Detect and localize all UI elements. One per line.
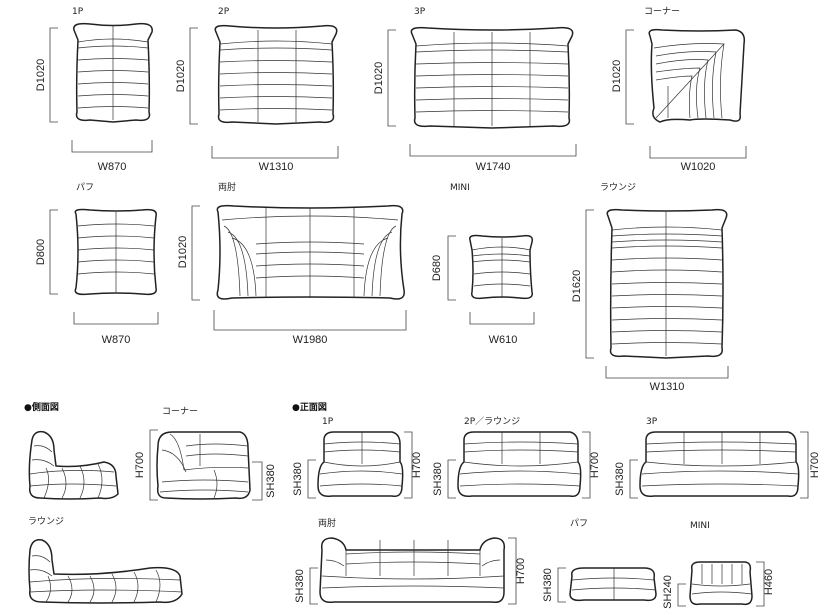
plan-3p-depth: D1020 [373, 62, 385, 94]
side-view-corner: H700 SH380 [134, 429, 277, 501]
front-both-arms-label: 両肘 [318, 518, 336, 529]
front-both-arms-h: H700 [515, 558, 527, 584]
front-both-arms-sh: SH380 [294, 569, 306, 603]
plan-mini-label: MINI [450, 183, 470, 193]
front-1p: 1P SH380 H700 [292, 417, 423, 499]
side-lounge-label: ラウンジ [28, 516, 64, 527]
front-section-title: ●正面図 [292, 402, 327, 413]
plan-both-arms-depth: D1020 [177, 236, 189, 268]
front-3p: 3P SH380 H700 [614, 417, 821, 499]
plan-corner: コーナー W1020 D1020 [611, 6, 747, 173]
side-section-title: ●側面図 [24, 401, 59, 413]
plan-mini: MINI W610 D680 [431, 183, 535, 346]
front-mini-h: H460 [763, 569, 775, 595]
front-mini: MINI SH240 H460 [662, 521, 775, 609]
plan-lounge-label: ラウンジ [600, 182, 636, 193]
front-3p-h: H700 [809, 452, 821, 478]
plan-lounge: ラウンジ W1310 D1620 [571, 182, 729, 393]
plan-2p-outline [214, 24, 338, 125]
side-view-standard [28, 430, 119, 500]
front-1p-h: H700 [411, 452, 423, 478]
plan-mini-width: W610 [489, 334, 518, 346]
plan-2p-depth: D1020 [175, 60, 187, 92]
plan-mini-outline [469, 234, 534, 300]
front-2p-sh: SH380 [432, 462, 444, 496]
plan-1p-label: 1P [72, 7, 84, 17]
plan-both-arms-label: 両肘 [218, 182, 236, 193]
front-puff-label: パフ [570, 518, 588, 529]
plan-lounge-depth: D1620 [571, 270, 583, 302]
front-2p-h: H700 [589, 452, 601, 478]
plan-mini-depth: D680 [431, 255, 443, 281]
front-mini-label: MINI [690, 521, 710, 531]
plan-1p-width: W870 [98, 161, 127, 173]
front-mini-sh: SH240 [662, 575, 674, 609]
plan-1p-depth: D1020 [35, 59, 47, 91]
plan-puff: パフ W870 D800 [35, 182, 159, 346]
plan-puff-width: W870 [102, 334, 131, 346]
plan-2p-label: 2P [218, 7, 230, 17]
front-2p-lounge: 2P／ラウンジ SH380 H700 [432, 416, 601, 499]
plan-corner-depth: D1020 [611, 60, 623, 92]
front-2p-label: 2P／ラウンジ [464, 416, 520, 427]
plan-3p-width: W1740 [476, 161, 511, 173]
plan-2p: 2P W1310 D1020 [175, 7, 339, 173]
front-puff: パフ SH380 [542, 518, 657, 603]
front-puff-sh: SH380 [542, 568, 554, 602]
front-1p-sh: SH380 [292, 462, 304, 496]
plan-puff-depth: D800 [35, 239, 47, 265]
side-corner-h: H700 [134, 452, 146, 478]
front-3p-label: 3P [646, 417, 658, 427]
plan-2p-width: W1310 [259, 161, 294, 173]
plan-both-arms: 両肘 W1980 D1020 [177, 182, 407, 346]
plan-lounge-width: W1310 [650, 381, 685, 393]
side-corner-label: コーナー [162, 406, 198, 417]
front-1p-label: 1P [322, 417, 334, 427]
plan-lounge-outline [606, 208, 728, 359]
plan-puff-label: パフ [76, 182, 94, 193]
plan-corner-label: コーナー [644, 6, 680, 17]
plan-corner-width: W1020 [681, 161, 716, 173]
side-view-lounge [28, 538, 183, 604]
plan-both-arms-width: W1980 [293, 334, 328, 346]
side-corner-sh: SH380 [265, 464, 277, 498]
front-both-arms: 両肘 SH380 H700 [294, 518, 527, 605]
front-3p-sh: SH380 [614, 462, 626, 496]
plan-1p: 1P W870 D1020 [35, 7, 153, 173]
plan-3p-label: 3P [414, 7, 426, 17]
plan-3p: 3P W1740 D1020 [373, 7, 577, 173]
